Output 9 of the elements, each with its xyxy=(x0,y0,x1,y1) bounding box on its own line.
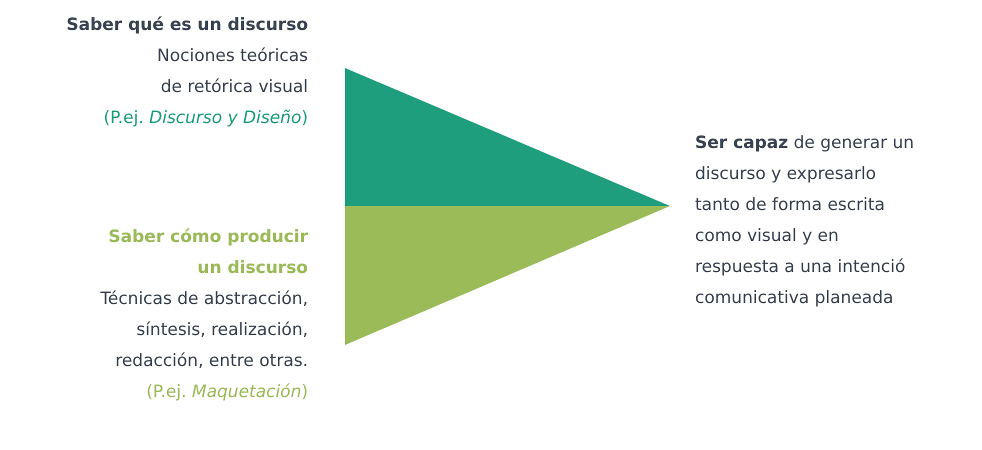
outcome-text: Ser capaz de generar un discurso y expresarlo tanto de forma escrita como visual y en respuesta a una intenció comunicativa planeada xyxy=(695,132,916,310)
description-text: Técnicas de abstracción, síntesis, realización, redacción, entre otras. xyxy=(99,288,308,373)
heading-text: Saber cómo producir un discurso xyxy=(107,226,308,280)
example-text: (P.ej. Discurso y Diseño) xyxy=(102,107,308,130)
heading-text: Saber qué es un discurso xyxy=(65,14,308,37)
triangle-segment xyxy=(345,206,670,345)
description-text: Nociones teóricas de retórica visual xyxy=(156,45,308,99)
triangle-segment xyxy=(345,68,670,206)
example-text: (P.ej. Maquetación) xyxy=(145,381,308,404)
